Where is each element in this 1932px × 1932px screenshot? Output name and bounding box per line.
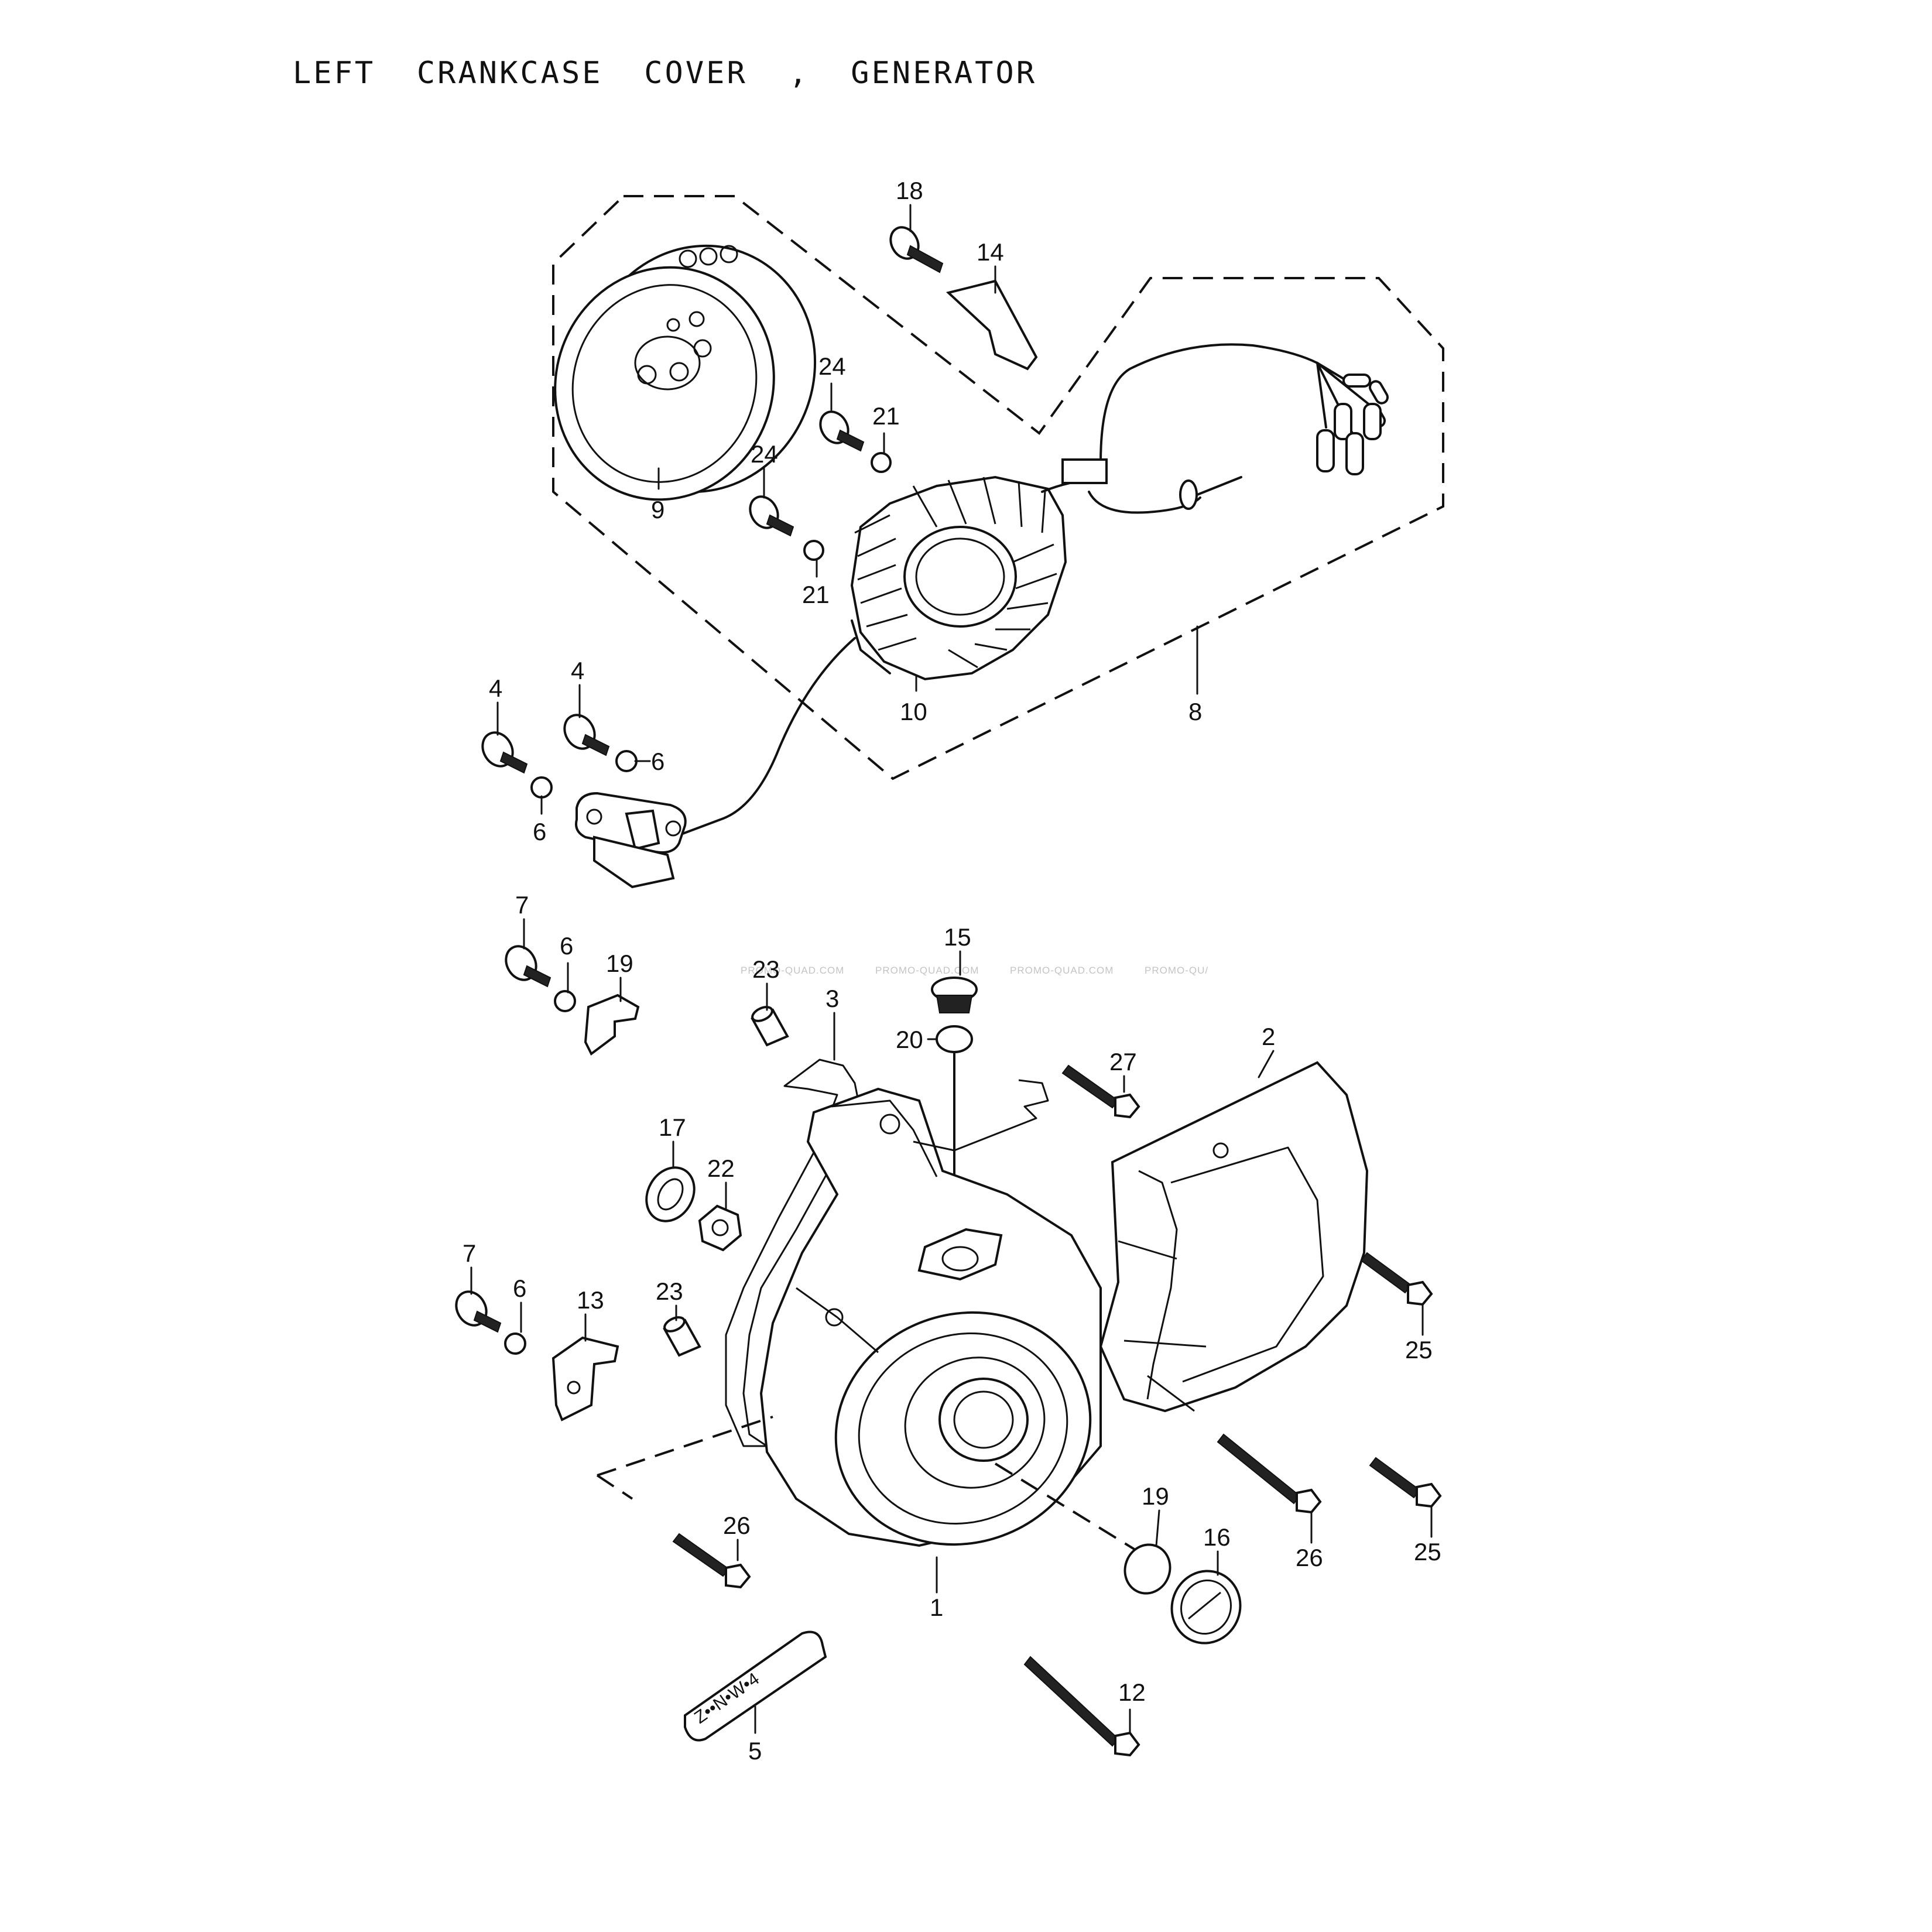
watermark-text: PROMO-QUAD.COM — [741, 965, 845, 976]
callout-14: 15 — [944, 923, 971, 951]
callout-17: 18 — [896, 177, 923, 204]
callout-8: 8 — [1188, 698, 1202, 725]
wire-connectors — [1316, 362, 1389, 475]
callout-12: 12 — [1118, 1678, 1146, 1706]
callout-7: 7 — [463, 1239, 476, 1267]
callout-3: 3 — [825, 985, 839, 1012]
callout-6: 6 — [533, 818, 546, 845]
bolt-17 — [889, 226, 944, 273]
washer-6 — [554, 990, 576, 1012]
dowel-pin-23-upper — [751, 1006, 789, 1047]
watermark-text: PROMO-QUAD.COM — [875, 965, 979, 976]
bolt-4-left — [481, 731, 528, 774]
bolt-24-lower — [749, 495, 794, 537]
sprocket-cover-2 — [1099, 1061, 1369, 1413]
callout-6: 6 — [513, 1275, 526, 1302]
callout-11: 13 — [577, 1286, 604, 1314]
leader-lines — [470, 204, 1433, 1734]
pulser-coil-part — [575, 792, 687, 889]
stator-coil-part — [850, 475, 1067, 681]
bolt-26-right — [1217, 1433, 1322, 1514]
o-ring-20 — [936, 1025, 973, 1053]
callout-6: 6 — [651, 748, 664, 775]
seal-washer-16 — [645, 1166, 696, 1222]
callout-1: 1 — [930, 1594, 943, 1621]
callout-26: 26 — [1296, 1544, 1323, 1571]
callout-5: 5 — [748, 1737, 762, 1765]
callout-16: 17 — [659, 1114, 686, 1141]
flywheel-part — [554, 244, 817, 501]
callout-13: 14 — [977, 238, 1004, 266]
callout-23: 23 — [656, 1277, 683, 1305]
o-ring-19 — [1123, 1543, 1171, 1595]
bolt-7-upper — [505, 945, 551, 988]
bolt-25-lower — [1369, 1457, 1442, 1508]
generator-assembly-boundary — [552, 195, 1444, 780]
callout-25: 25 — [1414, 1538, 1441, 1566]
callout-15: 16 — [1203, 1523, 1231, 1551]
callout-labels: 18 14 9 24 21 24 21 10 8 4 4 6 6 7 6 19 … — [463, 177, 1441, 1765]
washer-21-lower — [803, 540, 824, 561]
callout-25: 25 — [1405, 1336, 1433, 1364]
diagram-title: LEFT CRANKCASE COVER , GENERATOR — [293, 56, 1037, 91]
washer-6 — [530, 776, 553, 799]
watermark-text: PROMO-QUAD.COM — [1010, 965, 1114, 976]
callout-26: 26 — [723, 1512, 751, 1539]
stator-wire — [672, 637, 856, 838]
callout-23: 23 — [752, 955, 780, 983]
nut-22 — [698, 1204, 742, 1252]
dowel-pin-23-lower — [663, 1316, 701, 1357]
callout-18: 19 — [606, 950, 633, 977]
filler-cap-14 — [931, 977, 978, 1013]
callout-20: 20 — [896, 1026, 923, 1053]
washer-6 — [504, 1332, 526, 1355]
callout-24: 24 — [751, 440, 778, 468]
callout-27: 27 — [1109, 1048, 1137, 1075]
callout-21: 21 — [872, 402, 900, 430]
clamp-bracket-18 — [584, 994, 640, 1056]
stay-plate-part — [946, 279, 1038, 371]
callout-19: 19 — [1142, 1482, 1169, 1510]
bolt-4-right — [563, 714, 610, 756]
callout-24: 24 — [818, 352, 846, 380]
bolt-26-left — [672, 1533, 751, 1589]
callout-21: 21 — [802, 581, 830, 608]
crankcase-cover-1 — [759, 1087, 1102, 1547]
wire-grommet-small — [1179, 479, 1198, 510]
bolt-12 — [1023, 1656, 1140, 1757]
callout-2: 2 — [1262, 1023, 1275, 1050]
callout-6: 6 — [560, 932, 573, 960]
callout-9: 9 — [651, 496, 664, 523]
bolt-25-upper — [1360, 1252, 1433, 1306]
watermark-text: PROMO-QU/ — [1145, 965, 1209, 976]
washer-6 — [615, 750, 638, 772]
washer-21-upper — [871, 452, 892, 473]
bolt-24-upper — [819, 410, 865, 452]
callout-22: 22 — [707, 1155, 735, 1182]
callout-10: 10 — [900, 698, 927, 725]
callout-7: 7 — [515, 891, 529, 919]
clamp-bracket-11 — [551, 1336, 619, 1421]
callout-4: 4 — [571, 657, 584, 684]
bolt-27 — [1061, 1064, 1140, 1119]
wire-grommet — [1061, 458, 1108, 484]
gasket-3 — [725, 1059, 862, 1447]
callout-4: 4 — [489, 674, 502, 702]
bolt-7-lower — [455, 1290, 502, 1333]
timing-cap-15 — [1170, 1570, 1242, 1645]
